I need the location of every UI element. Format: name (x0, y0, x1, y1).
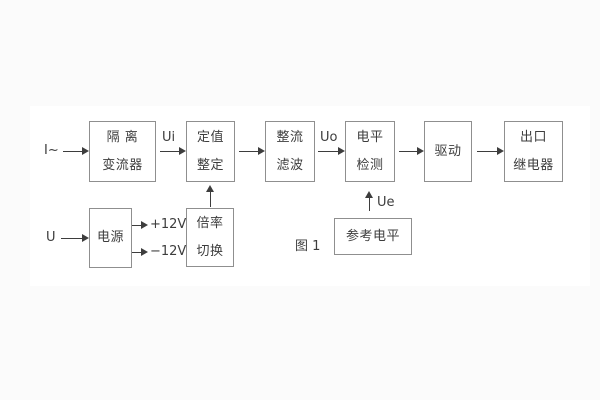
figure-caption: 图 1 (295, 239, 321, 254)
arrow-isolation-to-setting (160, 147, 186, 155)
arrow-level-to-drive (399, 147, 424, 155)
arrow-input-current-to-isolation (63, 147, 89, 155)
arrow-input-voltage-to-power (61, 234, 89, 242)
block-drive-line1: 驱动 (434, 143, 462, 159)
block-power-supply: 电源 (89, 208, 132, 268)
block-rectifier-filter-line1: 整流 (276, 129, 304, 145)
block-level-detection: 电平 检测 (345, 121, 395, 182)
minus12v-label: −12V (150, 244, 187, 259)
block-rectifier-filter-line2: 滤波 (276, 157, 304, 173)
block-output-relay-line2: 继电器 (513, 157, 554, 173)
plus12v-label: +12V (150, 217, 187, 232)
arrow-setting-to-rectifier (239, 147, 265, 155)
block-level-detection-line1: 电平 (356, 129, 384, 145)
block-setting-adjustment: 定值 整定 (186, 121, 235, 182)
signal-ui-label: Ui (162, 130, 176, 145)
block-isolation-transformer-line1: 隔 离 (106, 129, 139, 145)
block-reference-level: 参考电平 (334, 218, 412, 255)
arrow-power-to-plus12v (132, 221, 148, 229)
block-isolation-transformer: 隔 离 变流器 (89, 121, 156, 182)
block-drive: 驱动 (424, 121, 472, 182)
block-isolation-transformer-line2: 变流器 (102, 157, 143, 173)
block-output-relay-line1: 出口 (519, 129, 547, 145)
arrow-rectifier-to-level (318, 147, 345, 155)
block-ratio-switching: 倍率 切换 (186, 208, 234, 267)
block-ratio-switching-line2: 切换 (196, 243, 224, 259)
arrow-reference-to-level (365, 191, 373, 211)
arrow-ratio-to-setting (206, 185, 214, 207)
block-output-relay: 出口 继电器 (504, 121, 563, 182)
block-ratio-switching-line1: 倍率 (196, 215, 224, 231)
input-current-label: I~ (44, 143, 59, 158)
block-setting-adjustment-line2: 整定 (196, 157, 224, 173)
arrow-drive-to-relay (477, 147, 504, 155)
arrow-power-to-minus12v (132, 248, 148, 256)
signal-ue-label: Ue (377, 195, 395, 210)
block-rectifier-filter: 整流 滤波 (265, 121, 315, 182)
block-power-supply-line1: 电源 (96, 230, 124, 245)
block-reference-level-line1: 参考电平 (345, 228, 400, 244)
block-setting-adjustment-line1: 定值 (196, 129, 224, 145)
block-level-detection-line2: 检测 (356, 157, 384, 173)
signal-uo-label: Uo (320, 130, 338, 145)
input-voltage-label: U (46, 230, 56, 245)
